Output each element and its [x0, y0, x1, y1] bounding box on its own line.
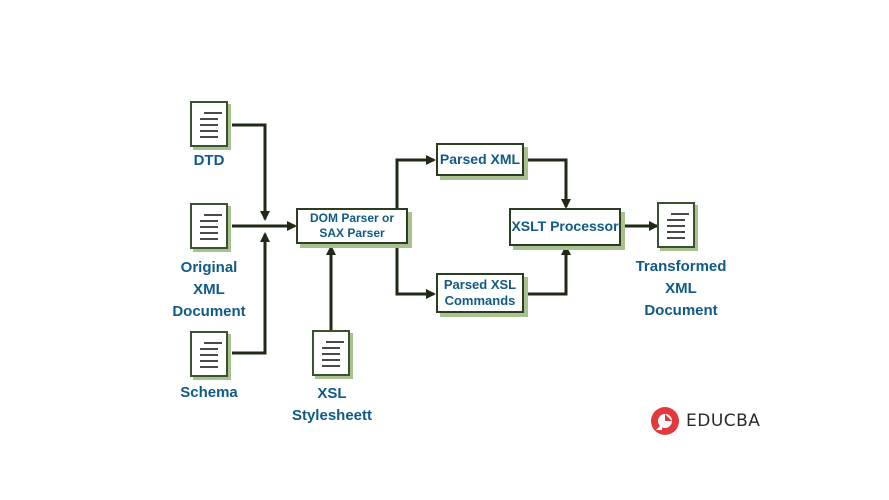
arrow-schema-to-parser	[232, 232, 270, 355]
parser-box: DOM Parser or SAX Parser	[296, 208, 408, 244]
xslt-processor-box: XSLT Processor	[509, 208, 621, 246]
parsed-xsl-box: Parsed XSL Commands	[436, 273, 524, 313]
arrow-parser-to-parsed-xsl	[395, 241, 436, 299]
original-xml-document-icon	[190, 203, 228, 249]
educba-logo-icon	[651, 407, 679, 435]
xsl-stylesheet-label: XSL Stylesheett	[291, 385, 373, 424]
educba-logo: EDUCBA	[650, 406, 760, 436]
schema-label: Schema	[180, 384, 238, 401]
educba-logo-text: EDUCBA	[686, 411, 761, 431]
dtd-document-icon	[190, 101, 228, 147]
arrow-parsed-xsl-to-processor	[524, 245, 571, 296]
transformed-xml-document-icon	[657, 202, 695, 248]
original-xml-label: Original XML Document	[172, 259, 246, 320]
arrow-parsed-xml-to-processor	[524, 158, 571, 209]
dtd-label: DTD	[193, 152, 225, 169]
parsed-xml-box: Parsed XML	[436, 143, 524, 176]
schema-document-icon	[190, 331, 228, 377]
arrow-dtd-to-parser	[232, 123, 270, 221]
xsl-stylesheet-document-icon	[312, 330, 350, 376]
transformed-xml-label: Transformed XML Document	[635, 258, 727, 319]
arrow-parser-to-parsed-xml	[395, 155, 436, 213]
